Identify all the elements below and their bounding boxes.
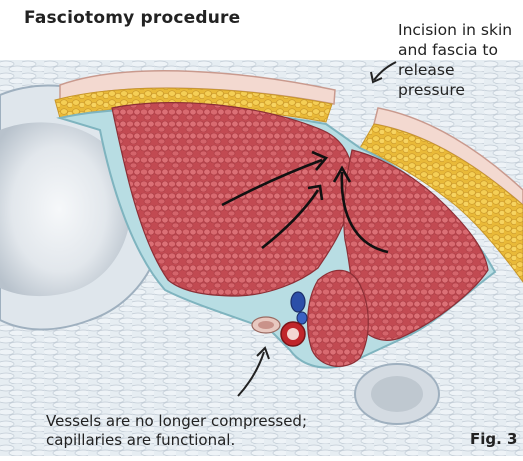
vein-upper — [291, 292, 305, 312]
vein-lower — [297, 312, 307, 324]
muscle-lobe-lower — [308, 270, 369, 366]
nerve-core — [258, 321, 274, 329]
figure-title: Fasciotomy procedure — [24, 8, 240, 28]
incision-annotation: Incision in skin and fascia to release p… — [398, 20, 523, 100]
artery-lumen — [287, 328, 299, 340]
small-bone-center — [371, 376, 423, 412]
vessels-annotation: Vessels are no longer compressed; capill… — [46, 412, 307, 450]
figure-number: Fig. 3 — [470, 430, 517, 448]
